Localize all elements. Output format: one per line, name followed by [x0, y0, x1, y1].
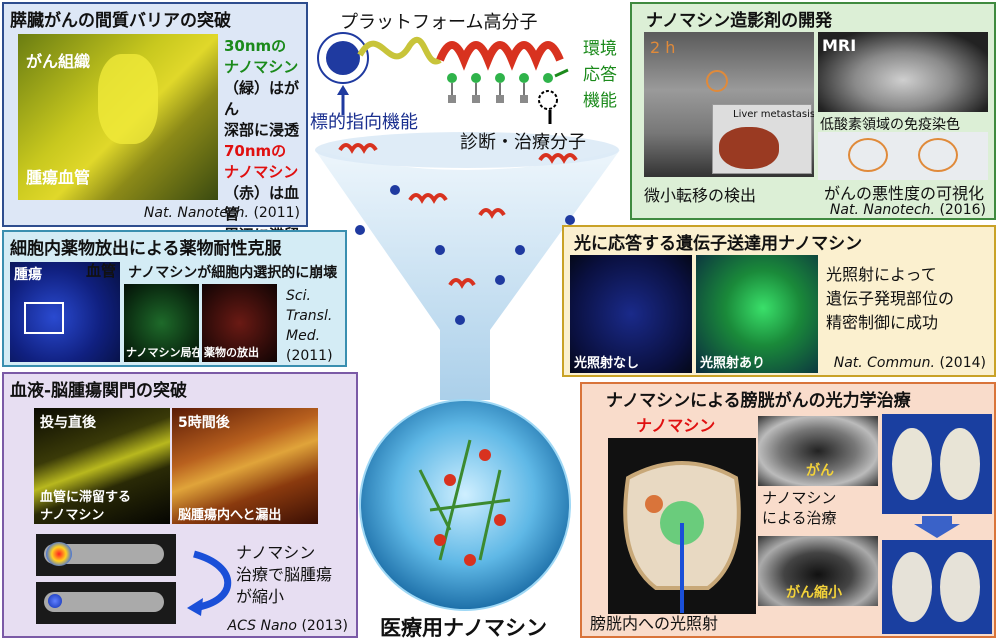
pancreas-fluorescence-image: がん組織 腫瘍血管	[18, 34, 218, 200]
contrast-citation: Nat. Nanotech. (2016)	[829, 202, 986, 218]
localization-label: ナノマシン局在	[126, 346, 199, 359]
collapse-description: ナノマシンが細胞内選択的に崩壊	[128, 265, 338, 281]
gene-citation: Nat. Commun. (2014)	[833, 355, 986, 371]
leak-label: 脳腫瘍内へと漏出	[178, 508, 282, 523]
treatment-text: ナノマシン による治療	[762, 489, 837, 527]
tumor-vessel-image: 腫瘍	[10, 262, 120, 362]
mri-label: MRI	[822, 36, 857, 55]
drug-release-label: 薬物の放出	[204, 346, 259, 359]
nanomachine-funnel-graphic	[315, 32, 620, 611]
bbb-title: 血液-脳腫瘍関門の突破	[10, 381, 188, 401]
nanomachine-localization-image: ナノマシン局在	[124, 284, 199, 362]
panel-bbb: 血液-脳腫瘍関門の突破 投与直後 血管に滞留する ナノマシン 5時間後 脳腫瘍内…	[2, 372, 358, 638]
mouse-image-after	[36, 582, 176, 624]
panel-contrast: ナノマシン造影剤の開発 2 h Liver metastasis MRI 低酸素…	[630, 2, 996, 220]
hypoxia-stain-image	[818, 132, 988, 180]
intracellular-title: 細胞内薬物放出による薬物耐性克服	[10, 239, 282, 259]
cancer-label: がん	[806, 463, 834, 479]
bbb-shrink-text: ナノマシン 治療で脳腫瘍 が縮小	[236, 543, 333, 606]
pancreas-citation: Nat. Nanotech. (2011)	[143, 205, 300, 221]
ultrasound-after: がん縮小	[758, 536, 878, 606]
hypoxia-label: 低酸素領域の免疫染色	[820, 117, 960, 133]
bbb-image-immediate: 投与直後 血管に滞留する ナノマシン	[34, 408, 170, 524]
retained-label-2: ナノマシン	[40, 508, 105, 523]
panel-intracellular: 細胞内薬物放出による薬物耐性克服 腫瘍 血管 ナノマシンが細胞内選択的に崩壊 ナ…	[2, 230, 347, 367]
five-hours-label: 5時間後	[178, 415, 230, 431]
targeting-function-label: 標的指向機能	[310, 112, 418, 133]
tumor-vessel-label: 腫瘍血管	[26, 168, 91, 187]
gene-title: 光に応答する遺伝子送達用ナノマシン	[574, 234, 863, 254]
liver-metastasis-label: Liver metastasis	[733, 109, 814, 120]
bladder-title: ナノマシンによる膀胱がんの光力学治療	[606, 391, 911, 411]
medical-nanomachine-title: 医療用ナノマシン	[380, 616, 547, 640]
down-arrow-icon	[914, 516, 960, 538]
micrometastasis-label: 微小転移の検出	[644, 186, 757, 205]
platform-polymer-title: プラットフォーム高分子	[340, 12, 538, 33]
retained-label-1: 血管に滞留する	[40, 490, 132, 505]
bladder-specimen-after	[882, 540, 992, 634]
blood-vessel-label: 血管	[86, 262, 117, 280]
bladder-diagram	[608, 438, 756, 614]
cancer-shrink-label: がん縮小	[786, 585, 842, 601]
irradiation-label: 膀胱内への光照射	[590, 614, 719, 633]
malignancy-label: がんの悪性度の可視化	[824, 184, 985, 203]
light-label: 光照射あり	[700, 356, 766, 371]
ultrasound-before: がん	[758, 416, 878, 486]
panel-pancreas: 膵臓がんの間質バリアの突破 がん組織 腫瘍血管 30nmの ナノマシン （緑）は…	[2, 2, 308, 244]
pancreas-title: 膵臓がんの間質バリアの突破	[10, 11, 231, 31]
panel-bladder: ナノマシンによる膀胱がんの光力学治療 ナノマシン がん ナノマシン による治療 …	[580, 382, 996, 638]
bladder-specimen-before	[882, 414, 992, 514]
gene-description: 光照射によって 遺伝子発現部位の 精密制御に成功	[826, 265, 955, 332]
center-illustration	[300, 0, 630, 641]
immediate-after-label: 投与直後	[40, 415, 96, 431]
mri-liver-image: 2 h Liver metastasis	[644, 32, 814, 177]
no-light-image: 光照射なし	[570, 255, 692, 373]
drug-release-image: 薬物の放出	[202, 284, 277, 362]
light-image: 光照射あり	[696, 255, 818, 373]
panel-gene: 光に応答する遺伝子送達用ナノマシン 光照射なし 光照射あり 光照射によって 遺伝…	[562, 225, 996, 377]
bbb-citation: ACS Nano (2013)	[227, 618, 348, 634]
bbb-image-5h: 5時間後 脳腫瘍内へと漏出	[172, 408, 318, 524]
mouse-image-before	[36, 534, 176, 576]
cancer-tissue-label: がん組織	[26, 52, 91, 71]
env-response-label: 環境 応答 機能	[583, 39, 617, 111]
mri-tumor-image: MRI	[818, 32, 988, 112]
no-light-label: 光照射なし	[574, 356, 640, 371]
two-hours-label: 2 h	[650, 38, 676, 57]
tumor-label: 腫瘍	[14, 267, 42, 283]
nanomachine-label: ナノマシン	[636, 416, 716, 435]
bladder-illustration	[623, 461, 741, 613]
diag-therapy-molecule-label: 診断・治療分子	[460, 132, 586, 153]
contrast-title: ナノマシン造影剤の開発	[646, 11, 833, 31]
curved-arrow-icon	[187, 550, 232, 616]
intracellular-citation: Sci. Transl. Med. (2011)	[286, 288, 333, 364]
